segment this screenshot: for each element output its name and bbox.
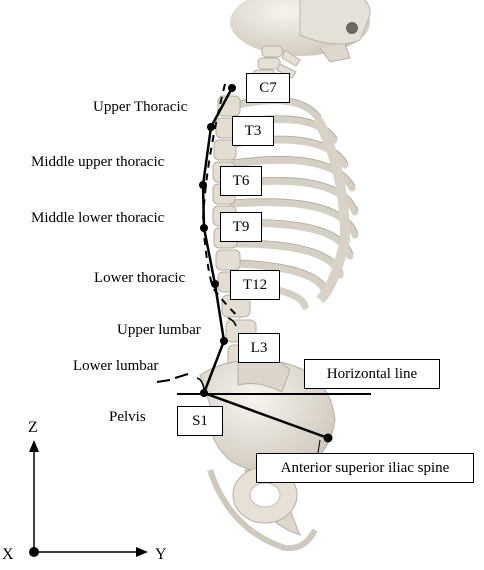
marker-t6 <box>199 181 207 189</box>
vertebra-markers <box>199 84 333 443</box>
label-t12: T12 <box>230 270 280 300</box>
label-t9: T9 <box>220 212 262 242</box>
axis-label-y: Y <box>155 546 167 563</box>
costal-cartilage <box>313 117 351 304</box>
marker-t9 <box>200 224 208 232</box>
segment-middle-lower-thoracic: Middle lower thoracic <box>31 210 165 226</box>
axis-label-x: X <box>2 546 14 563</box>
lower-lumbar-angle-arc <box>196 377 205 391</box>
asis-line <box>203 391 329 440</box>
segment-upper-lumbar: Upper lumbar <box>117 322 201 338</box>
marker-s1 <box>200 389 208 397</box>
upper-lumbar-angle-arc <box>227 317 237 327</box>
skull-icon <box>230 0 371 63</box>
segment-pelvis: Pelvis <box>109 409 146 425</box>
label-s1: S1 <box>177 406 223 436</box>
lower-lumbar-angle-dashed <box>156 373 189 383</box>
label-c7: C7 <box>246 73 290 103</box>
reference-curve-dashed <box>201 83 241 319</box>
marker-t3 <box>207 123 215 131</box>
segment-upper-thoracic: Upper Thoracic <box>93 99 188 115</box>
segment-lower-lumbar: Lower lumbar <box>73 358 159 374</box>
label-t6: T6 <box>220 166 262 196</box>
segment-lower-thoracic: Lower thoracic <box>94 270 186 286</box>
marker-t12 <box>211 280 219 288</box>
label-asis: Anterior superior iliac spine <box>256 453 474 483</box>
asis-leader-line <box>317 439 321 454</box>
label-l3: L3 <box>238 333 280 363</box>
y-axis-arrow-icon <box>136 547 148 557</box>
x-axis-origin-icon <box>29 547 39 557</box>
marker-l3 <box>220 337 228 345</box>
segment-middle-upper-thoracic: Middle upper thoracic <box>31 154 165 170</box>
vertebral-column-icon <box>212 95 259 368</box>
coordinate-axes <box>29 440 148 557</box>
marker-c7 <box>228 84 236 92</box>
marker-asis <box>323 433 333 443</box>
z-axis-arrow-icon <box>29 440 39 452</box>
label-t3: T3 <box>232 116 274 146</box>
label-horizontal-line: Horizontal line <box>304 359 440 389</box>
axis-label-z: Z <box>28 419 38 436</box>
